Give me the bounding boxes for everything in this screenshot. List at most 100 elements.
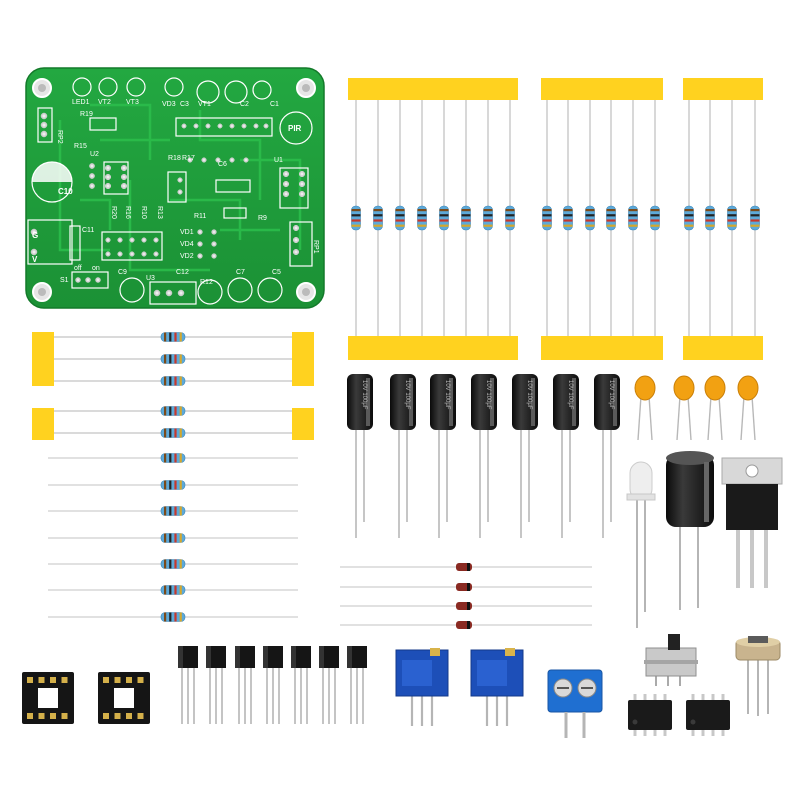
resistor (585, 96, 595, 350)
ceramic-capacitor (704, 375, 726, 441)
pcb-label-r12: R12 (200, 279, 213, 286)
pcb-label-c9: C9 (118, 269, 127, 276)
resistor (373, 96, 383, 350)
capacitor-rating-text: 10V 100μF (361, 380, 367, 410)
transistor (206, 646, 226, 724)
pcb-label-c1: C1 (270, 101, 279, 108)
pcb-label-vd4: VD4 (180, 241, 194, 248)
electrolytic-capacitor: 10V 100μF (430, 374, 456, 538)
pcb-label-vt2: VT2 (98, 99, 111, 106)
tape-strip (292, 408, 314, 440)
pcb-label-c12: C12 (176, 269, 189, 276)
pcb-label-u1: U1 (274, 157, 283, 164)
loose-resistors (48, 453, 298, 622)
electrolytic-capacitor: 10V 100μF (553, 374, 579, 538)
trimmer-potentiometers (395, 648, 524, 726)
pcb-label-r18: R18 (168, 155, 181, 162)
resistor (606, 96, 616, 350)
pcb-label-c6: C6 (218, 161, 227, 168)
resistor (46, 354, 300, 364)
tape-strip (32, 332, 54, 386)
pcb-label-vd3: VD3 (162, 101, 176, 108)
ic-socket (22, 672, 74, 724)
ic-socket (98, 672, 150, 724)
pcb-label-r10: R10 (140, 206, 147, 219)
pcb-label-c3: C3 (180, 101, 189, 108)
pcb-silkscreen: LED1 VT2 VT3 VD3 C3 VT1 C2 C1 RP2 R19 R1… (32, 99, 319, 286)
tape-strip (683, 336, 763, 360)
capacitor-rating-text: 10V 100μF (444, 380, 450, 410)
trimmer-potentiometer (470, 648, 524, 726)
transistor (291, 646, 311, 724)
pcb-label-pir: PIR (288, 124, 302, 133)
resistor (395, 96, 405, 350)
led (626, 461, 656, 628)
diodes (340, 563, 592, 629)
slide-switch (644, 634, 698, 686)
electrolytic-capacitor: 10V 100μF (512, 374, 538, 538)
pcb-label-u3: U3 (146, 275, 155, 282)
pcb-label-r9: R9 (258, 215, 267, 222)
resistor (505, 96, 515, 350)
pcb-label-r13: R13 (156, 206, 163, 219)
pcb-label-rp1: RP1 (312, 240, 319, 254)
pcb-label-on: on (92, 265, 100, 272)
ic-chip (686, 694, 730, 736)
transistor (178, 646, 198, 724)
transistors (178, 646, 367, 724)
pcb-label-r16: R16 (124, 206, 131, 219)
resistor (48, 612, 298, 622)
capacitor-rating-text: 10V 100μF (404, 380, 410, 410)
ceramic-capacitor (634, 375, 656, 441)
transistor (263, 646, 283, 724)
trimmer-potentiometer (395, 648, 449, 726)
resistor (705, 96, 715, 350)
resistor (684, 96, 694, 350)
electrolytic-capacitor: 10V 100μF (471, 374, 497, 538)
transistor (235, 646, 255, 724)
capacitor-rating-text: 10V 100μF (485, 380, 491, 410)
resistor (628, 96, 638, 350)
mounting-hole (32, 78, 316, 302)
pcb-label-vt1: VT1 (198, 101, 211, 108)
pcb-label-off: off (74, 265, 82, 272)
pcb-label-c7: C7 (236, 269, 245, 276)
ceramic-capacitor (673, 375, 695, 441)
pcb-label-vd2: VD2 (180, 253, 194, 260)
resistor (351, 96, 361, 350)
ic-chips (628, 694, 730, 736)
pcb-label-r20: R20 (110, 206, 117, 219)
pcb-label-led1: LED1 (72, 99, 90, 106)
tape-strip (683, 78, 763, 100)
pcb-label-rp2: RP2 (56, 130, 63, 144)
ic-sockets (22, 672, 150, 724)
diode (340, 563, 592, 571)
pcb-label-r17: R17 (182, 155, 195, 162)
pcb-label-s1: S1 (60, 277, 69, 284)
resistor (417, 96, 427, 350)
pcb-board: LED1 VT2 VT3 VD3 C3 VT1 C2 C1 RP2 R19 R1… (25, 67, 325, 309)
tape-strip (541, 336, 663, 360)
voltage-regulator (721, 457, 783, 588)
pir-sensor (735, 636, 781, 716)
resistor (48, 585, 298, 595)
resistor (48, 559, 298, 569)
resistor (650, 96, 660, 350)
pcb-label-c2: C2 (240, 101, 249, 108)
ceramic-capacitor (737, 375, 759, 441)
electrolytic-capacitor: 10V 100μF (594, 374, 620, 538)
diode (340, 621, 592, 629)
resistor (483, 96, 493, 350)
electrolytic-capacitors: 10V 100μF 10V 100μF 10V 100μF 10V 100μF 10V … (347, 374, 620, 538)
tape-strip (32, 408, 54, 440)
capacitor-rating-text: 10V 100μF (526, 380, 532, 410)
pcb-label-c11: C11 (82, 227, 94, 234)
transistor (319, 646, 339, 724)
pcb-label-v: V (32, 255, 38, 264)
resistor (439, 96, 449, 350)
resistor (542, 96, 552, 350)
diode (340, 602, 592, 610)
tape-resistor-strips-left (32, 332, 314, 440)
pcb-label-vt3: VT3 (126, 99, 139, 106)
